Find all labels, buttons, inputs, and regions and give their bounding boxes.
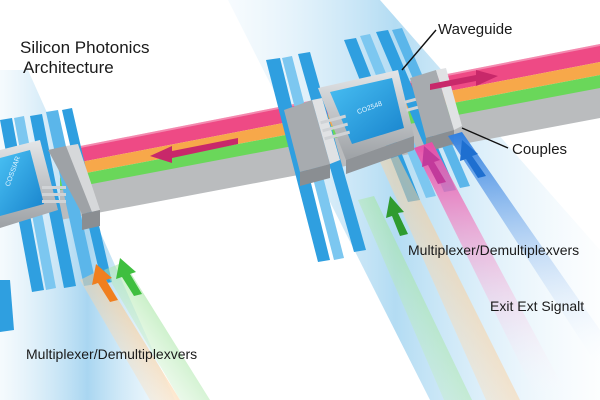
arrow-up-icon: [386, 196, 408, 236]
waveguide-leader-line: [401, 29, 437, 71]
couples-leader-line: [461, 127, 509, 149]
arrow-right-icon: [430, 70, 498, 90]
arrow-up-icon: [116, 258, 142, 296]
mux-demux-label-right: Multiplexer/Demultiplexvers: [408, 242, 580, 258]
arrow-up-icon: [460, 140, 486, 178]
beam-blue-exit: [448, 132, 600, 370]
waveguide-label: Waveguide: [438, 21, 513, 38]
beam-pink-exit: [414, 142, 570, 400]
page-title: Silicon Photonics Architecture: [20, 38, 149, 77]
title-line-1: Silicon Photonics: [20, 38, 150, 57]
left-rail-stub: [0, 280, 14, 332]
left-chip: COSSIAR: [0, 140, 58, 228]
arrow-left-icon: [150, 138, 238, 163]
exit-signal-label: Exit Ext Signalt: [490, 298, 585, 314]
beam-green-right-in: [358, 196, 472, 400]
beam-orange-left-in: [80, 270, 180, 400]
right-chip: CO2548: [318, 70, 414, 174]
title-line-2: Architecture: [23, 57, 114, 77]
beam-orange-right-in: [380, 156, 520, 400]
beam-green-left-in: [104, 262, 210, 400]
left-coupler: [48, 144, 100, 230]
couples-label: Couples: [512, 141, 568, 158]
mux-demux-label-left: Multiplexer/Demultiplexvers: [26, 346, 198, 362]
arrow-up-icon: [422, 146, 446, 184]
left-connector-pins: [42, 186, 66, 203]
arrow-up-icon: [92, 264, 118, 302]
